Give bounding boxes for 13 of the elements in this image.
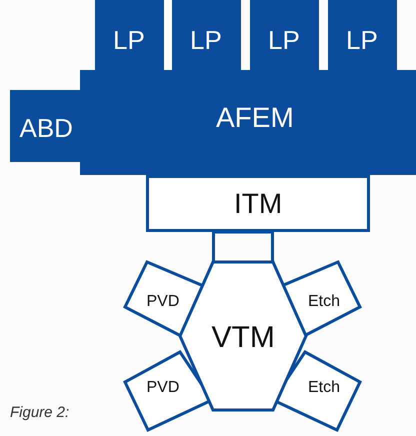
module-label: ITM bbox=[234, 190, 282, 218]
module-label: PVD bbox=[146, 294, 180, 310]
module-label: LP bbox=[190, 27, 222, 53]
figure-caption: Figure 2: bbox=[10, 404, 70, 421]
module-label: PVD bbox=[146, 380, 180, 396]
module-label: VTM bbox=[212, 323, 275, 353]
module-label: ABD bbox=[20, 115, 73, 141]
module-label: LP bbox=[346, 27, 378, 53]
module-label: LP bbox=[113, 27, 145, 53]
module-label: LP bbox=[268, 27, 300, 53]
module-label: AFEM bbox=[216, 104, 294, 132]
module-label: Etch bbox=[308, 294, 340, 310]
module-label: Etch bbox=[308, 380, 340, 396]
